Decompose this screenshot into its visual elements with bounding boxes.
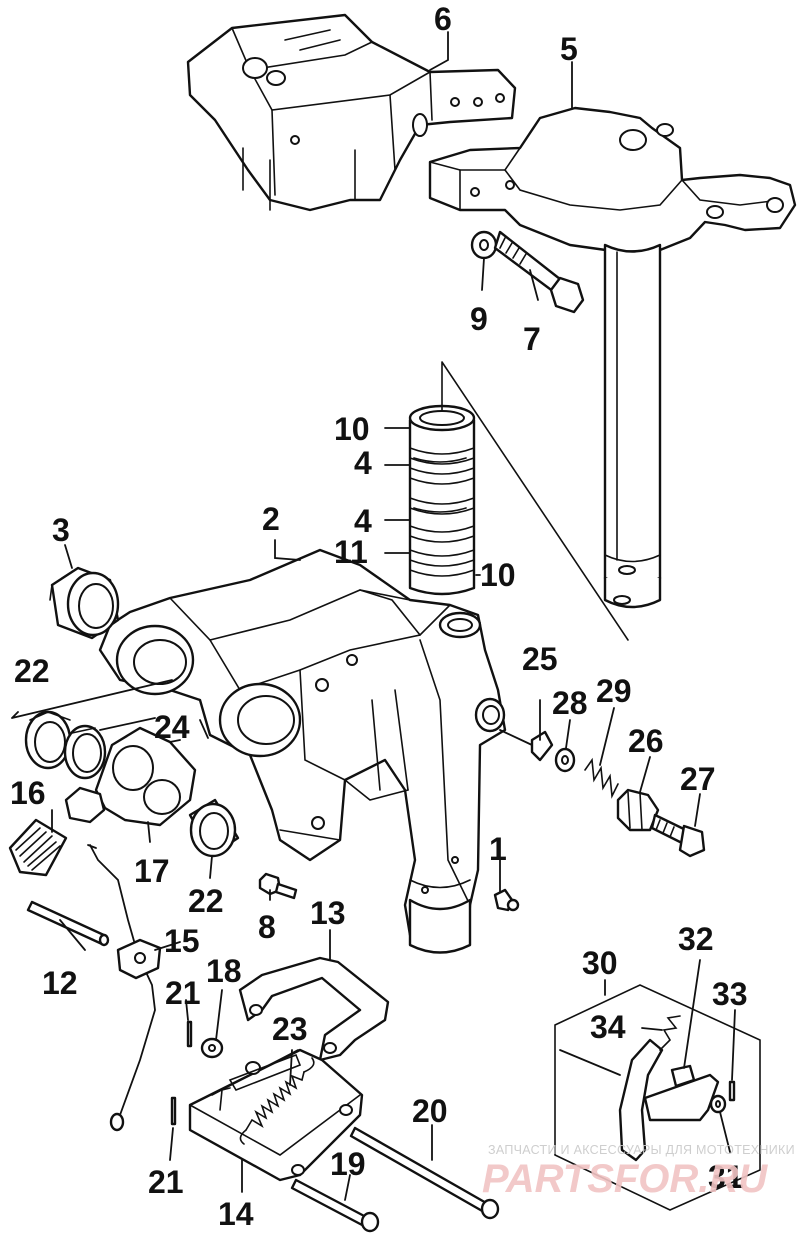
callout-11: 11 — [334, 534, 368, 570]
watermark: ЗАПЧАСТИ И АКСЕССУАРЫ ДЛЯ МОТОТЕХНИКИ PA… — [482, 1143, 795, 1201]
part-33-pin — [728, 1080, 736, 1102]
callout-32: 32 — [678, 921, 714, 957]
callout-1: 1 — [489, 831, 507, 867]
callout-2: 2 — [262, 501, 280, 537]
part-21-pin-lower — [170, 1096, 177, 1126]
callout-22-upper: 22 — [14, 653, 50, 689]
callout-labels: 1 2 3 4 4 5 6 7 8 9 10 10 11 12 13 14 15… — [10, 1, 748, 1232]
callout-21-upper: 21 — [165, 975, 201, 1011]
part-5-swivel-shaft — [428, 106, 797, 609]
leader-lines — [51, 31, 736, 1201]
part-14-tilt-lock-frame — [188, 1048, 364, 1182]
callout-14: 14 — [218, 1196, 254, 1232]
part-18-washer — [200, 1037, 224, 1059]
bushing-stack — [408, 404, 476, 596]
part-24-bushing — [63, 724, 107, 780]
part-30-lever — [559, 1038, 720, 1162]
part-23-spring — [239, 1057, 315, 1145]
callout-27: 27 — [680, 761, 716, 797]
callout-3: 3 — [52, 512, 70, 548]
part-9-washer — [470, 230, 498, 260]
part-3-bushing — [49, 566, 120, 640]
callout-24: 24 — [154, 709, 190, 745]
callout-10-lower: 10 — [480, 557, 516, 593]
assembly-guide-line — [441, 361, 629, 641]
part-25-plunger-tip — [530, 730, 554, 762]
part-28-washer — [554, 747, 576, 773]
part-19-pin — [290, 1178, 380, 1233]
callout-5: 5 — [560, 31, 578, 67]
callout-25: 25 — [522, 641, 558, 677]
leader-plunger-axis — [499, 729, 533, 746]
callout-30: 30 — [582, 945, 618, 981]
callout-6: 6 — [434, 1, 452, 37]
callout-4-upper: 4 — [354, 445, 372, 481]
callout-20: 20 — [412, 1093, 448, 1129]
callout-29: 29 — [596, 673, 632, 709]
callout-21-lower: 21 — [148, 1164, 184, 1200]
part-26-knob — [616, 788, 660, 832]
watermark-logo: PARTSFOR.RU — [482, 1157, 768, 1201]
callout-12: 12 — [42, 965, 78, 1001]
callout-15: 15 — [164, 923, 200, 959]
part-22-bushing-right — [188, 798, 240, 858]
leader-22-24 — [11, 679, 173, 731]
callout-8: 8 — [258, 909, 276, 945]
callout-19: 19 — [330, 1146, 366, 1182]
part-21-pin-upper — [186, 1020, 193, 1048]
callout-7: 7 — [523, 321, 541, 357]
part-13-stopper-lever — [238, 956, 390, 1062]
callout-33: 33 — [712, 976, 748, 1012]
callout-26: 26 — [628, 723, 664, 759]
part-1-grease-fitting — [493, 888, 520, 912]
callout-18: 18 — [206, 953, 242, 989]
part-2-swivel-bracket — [98, 548, 507, 954]
part-7-bolt — [493, 230, 585, 314]
part-17-tilt-stopper — [64, 726, 197, 827]
part-29-spring — [584, 757, 619, 799]
callout-28: 28 — [552, 685, 588, 721]
part-31-washer — [709, 1094, 727, 1114]
callout-22-lower: 22 — [188, 883, 224, 919]
part-15-link-rod — [87, 844, 162, 1132]
part-16-grip-pad — [8, 818, 68, 877]
part-8-bolt — [258, 872, 298, 900]
callout-13: 13 — [310, 895, 346, 931]
callout-17: 17 — [134, 853, 170, 889]
callout-4-lower: 4 — [354, 503, 372, 539]
part-12-shaft — [26, 900, 110, 947]
part-27-bolt — [650, 813, 706, 858]
inset-box-30-34 — [554, 984, 761, 1211]
part-34-spring — [659, 1015, 681, 1051]
callout-10-upper: 10 — [334, 411, 370, 447]
part-22-bushing-left — [24, 710, 72, 770]
watermark-text: ЗАПЧАСТИ И АКСЕССУАРЫ ДЛЯ МОТОТЕХНИКИ — [488, 1143, 795, 1157]
callout-9: 9 — [470, 301, 488, 337]
callout-34: 34 — [590, 1009, 626, 1045]
callout-31: 31 — [708, 1159, 744, 1195]
callout-16: 16 — [10, 775, 46, 811]
part-20-pin — [349, 1126, 500, 1220]
callout-23: 23 — [272, 1011, 308, 1047]
part-6-steering-bracket — [186, 13, 517, 212]
